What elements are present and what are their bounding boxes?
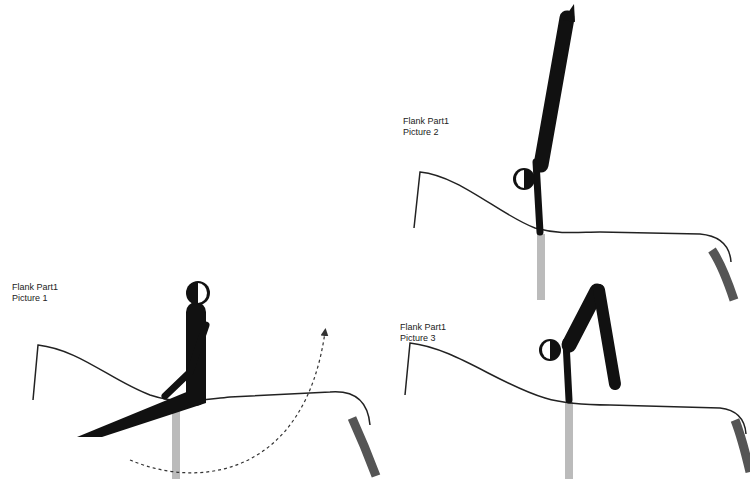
horse-tail xyxy=(735,420,750,472)
vaulter-arm xyxy=(165,325,206,396)
vaulter-arm xyxy=(536,162,540,232)
vaulter-head xyxy=(539,339,561,361)
panel-caption: Flank Part1 xyxy=(400,322,446,333)
panel-caption: Flank Part1 xyxy=(12,282,58,293)
panel-caption: Picture 1 xyxy=(12,293,48,304)
horse-outline xyxy=(405,343,746,434)
panel-caption: Picture 2 xyxy=(403,127,439,138)
panel-caption: Flank Part1 xyxy=(403,116,449,127)
barrel-pole xyxy=(565,402,573,479)
vaulter-body xyxy=(541,18,567,165)
panel-one xyxy=(33,281,376,479)
horse-tail xyxy=(352,418,376,476)
panel-two xyxy=(414,4,734,300)
vaulter-torso xyxy=(569,291,597,345)
horse-tail xyxy=(712,250,734,300)
vaulter-head xyxy=(186,281,210,305)
panel-three xyxy=(405,290,750,479)
vaulter-legs xyxy=(599,290,615,384)
vaulter-face xyxy=(198,283,207,303)
barrel-pole xyxy=(172,403,180,479)
panel-caption: Picture 3 xyxy=(400,333,436,344)
motion-arc xyxy=(130,332,325,473)
vaulter-face xyxy=(516,170,524,188)
vaulter-face xyxy=(542,341,550,359)
horse-outline xyxy=(414,172,731,262)
barrel-pole xyxy=(537,234,545,300)
vaulter-head xyxy=(513,168,535,190)
vaulter-feet xyxy=(563,4,575,22)
